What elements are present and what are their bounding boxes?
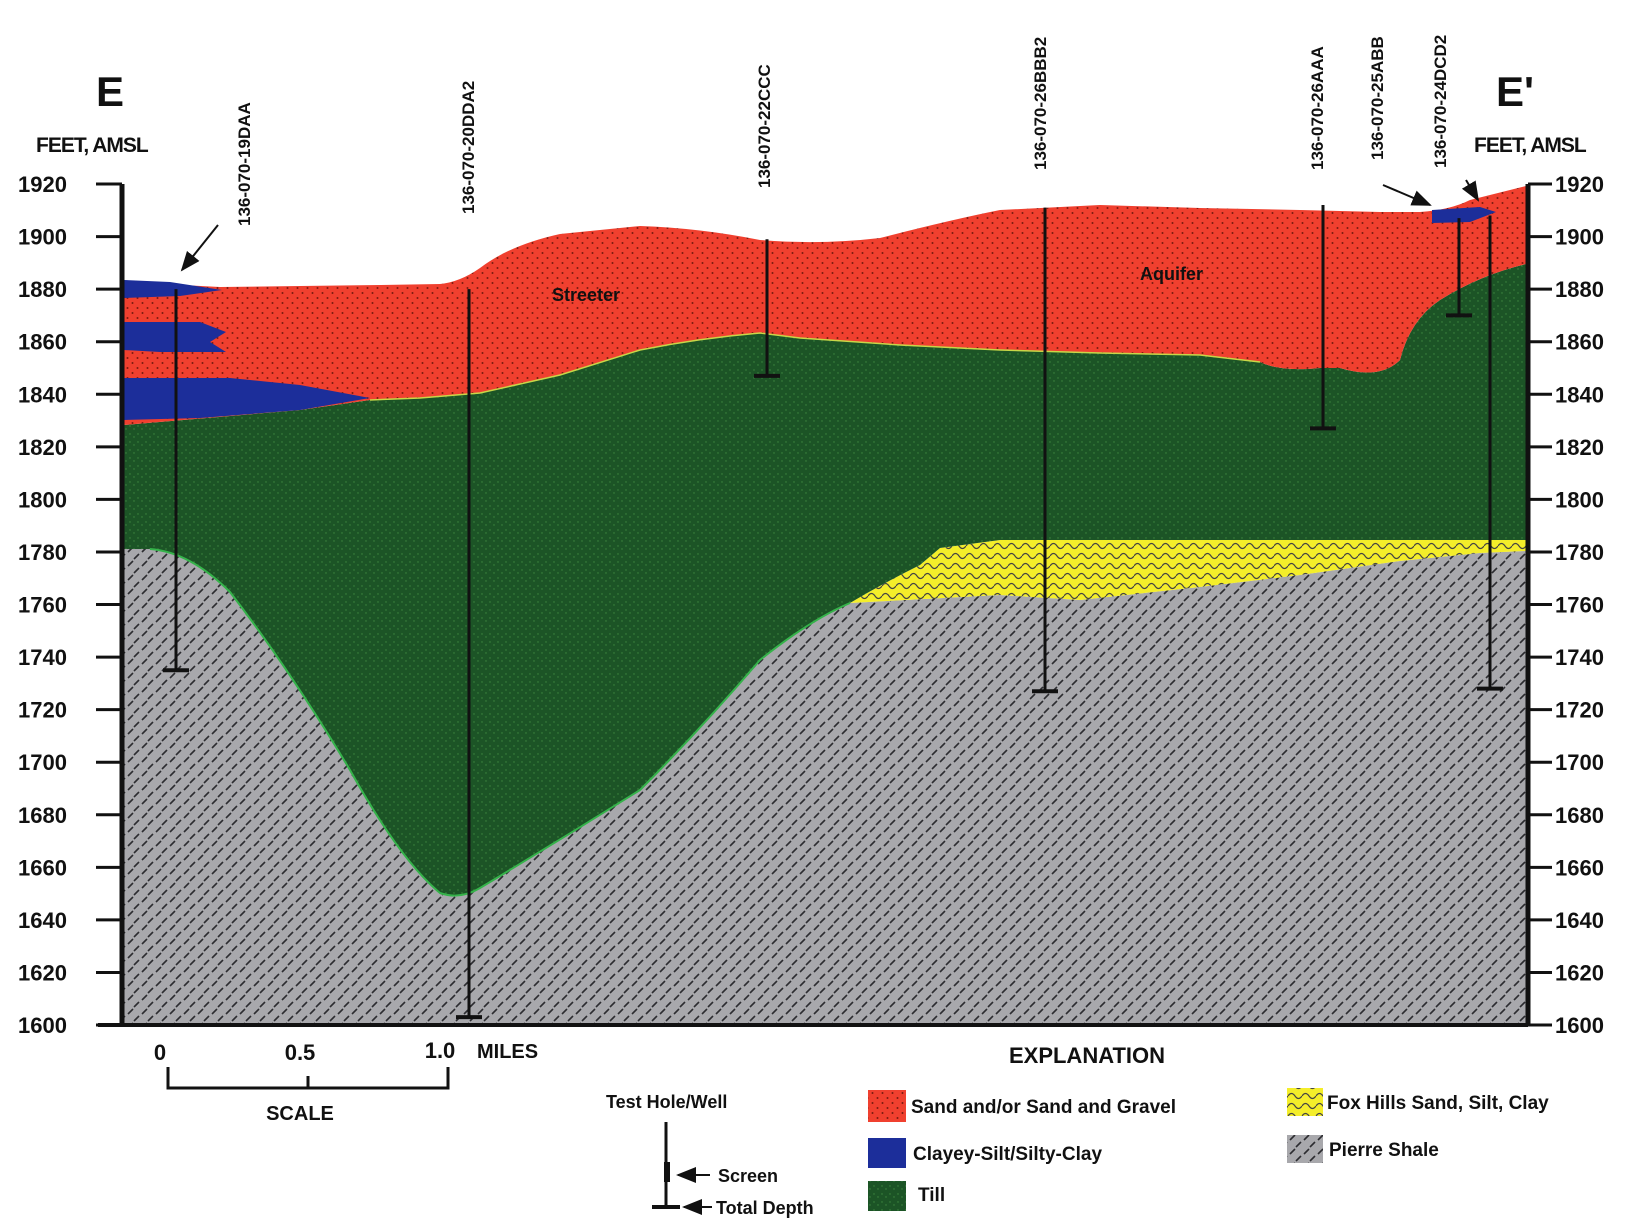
legend-swatch-pierre-shale bbox=[1287, 1135, 1323, 1163]
left-axis-tick-label: 1840 bbox=[18, 382, 67, 407]
right-axis-tick-label: 1720 bbox=[1555, 698, 1604, 723]
right-axis-tick-label: 1620 bbox=[1555, 960, 1604, 985]
right-axis-tick-label: 1880 bbox=[1555, 277, 1604, 302]
shale-top-contact bbox=[149, 548, 851, 897]
left-axis-ticks: 1920 1900 1880 1860 1840 1820 1800 1780 1760 1740… bbox=[18, 172, 122, 1038]
legend-swatch-sand bbox=[868, 1090, 906, 1122]
sand-gravel-unit bbox=[124, 186, 1526, 425]
right-axis-tick-label: 1840 bbox=[1555, 382, 1604, 407]
left-axis-tick-label: 1660 bbox=[18, 855, 67, 880]
clayey-silt-lens bbox=[124, 378, 370, 420]
till-unit bbox=[124, 264, 1526, 896]
legend-swatch-fox-hills bbox=[1287, 1088, 1323, 1116]
right-axis-tick-label: 1640 bbox=[1555, 908, 1604, 933]
left-axis-tick-label: 1880 bbox=[18, 277, 67, 302]
well-label: 136-070-20DDA2 bbox=[459, 81, 478, 214]
fox-hills-unit bbox=[850, 540, 1526, 603]
legend-label-sand: Sand and/or Sand and Gravel bbox=[911, 1097, 1176, 1118]
left-axis-tick-label: 1800 bbox=[18, 487, 67, 512]
right-axis-tick-label: 1820 bbox=[1555, 435, 1604, 460]
well-label: 136-070-24DCD2 bbox=[1431, 35, 1450, 168]
left-axis-title: FEET, AMSL bbox=[36, 134, 149, 157]
legend-label-till: Till bbox=[918, 1185, 945, 1206]
clayey-silt-lens bbox=[124, 280, 222, 298]
left-axis-tick-label: 1700 bbox=[18, 750, 67, 775]
right-axis-ticks: 1920 1900 1880 1860 1840 1820 1800 1780 1760 1740… bbox=[1528, 172, 1604, 1038]
scale-bar: 0 0.5 1.0 MILES SCALE bbox=[154, 1038, 538, 1125]
well-label: 136-070-22CCC bbox=[755, 64, 774, 188]
right-axis-tick-label: 1800 bbox=[1555, 487, 1604, 512]
well-label: 136-070-25ABB bbox=[1368, 36, 1387, 160]
well-pointer-arrow bbox=[1461, 179, 1480, 202]
legend: EXPLANATION Test Hole/Well Screen Total … bbox=[606, 1043, 1549, 1218]
left-axis-tick-label: 1900 bbox=[18, 225, 67, 250]
legend-total-depth-label: Total Depth bbox=[716, 1198, 814, 1218]
clayey-silt-lens bbox=[1432, 207, 1496, 223]
right-axis-tick-label: 1900 bbox=[1555, 225, 1604, 250]
well-label: 136-070-19DAA bbox=[235, 102, 254, 226]
right-axis-tick-label: 1920 bbox=[1555, 172, 1604, 197]
till-top-contact bbox=[369, 332, 1261, 401]
test-wells: 136-070-19DAA 136-070-20DDA2 136-070-22CCC… bbox=[163, 35, 1503, 1020]
well-pointer-arrow bbox=[180, 224, 219, 272]
right-axis-tick-label: 1600 bbox=[1555, 1013, 1604, 1038]
left-axis-tick-label: 1600 bbox=[18, 1013, 67, 1038]
legend-screen-mark bbox=[664, 1162, 670, 1182]
left-axis-tick-label: 1780 bbox=[18, 540, 67, 565]
left-axis-tick-label: 1920 bbox=[18, 172, 67, 197]
section-right-label: E' bbox=[1496, 68, 1534, 115]
legend-label-pierre-shale: Pierre Shale bbox=[1329, 1140, 1439, 1161]
right-axis-tick-label: 1860 bbox=[1555, 330, 1604, 355]
left-axis-tick-label: 1720 bbox=[18, 698, 67, 723]
right-axis-tick-label: 1740 bbox=[1555, 645, 1604, 670]
scale-title: SCALE bbox=[266, 1103, 334, 1125]
left-axis-tick-label: 1820 bbox=[18, 435, 67, 460]
legend-swatch-clayey-silt bbox=[868, 1138, 906, 1168]
legend-well-key-title: Test Hole/Well bbox=[606, 1092, 727, 1112]
scale-unit: MILES bbox=[477, 1041, 538, 1063]
right-axis-tick-label: 1680 bbox=[1555, 803, 1604, 828]
right-axis-tick-label: 1660 bbox=[1555, 855, 1604, 880]
right-axis-tick-label: 1780 bbox=[1555, 540, 1604, 565]
legend-label-clayey-silt: Clayey-Silt/Silty-Clay bbox=[913, 1144, 1102, 1165]
left-axis-tick-label: 1760 bbox=[18, 593, 67, 618]
scale-tick-1-0: 1.0 bbox=[425, 1038, 456, 1063]
legend-title: EXPLANATION bbox=[1009, 1043, 1165, 1068]
right-axis-tick-label: 1760 bbox=[1555, 593, 1604, 618]
right-axis-tick-label: 1700 bbox=[1555, 750, 1604, 775]
legend-swatch-till bbox=[868, 1181, 906, 1211]
legend-label-fox-hills: Fox Hills Sand, Silt, Clay bbox=[1327, 1093, 1549, 1114]
scale-tick-0-5: 0.5 bbox=[285, 1040, 316, 1065]
well-label: 136-070-26AAA bbox=[1308, 46, 1327, 170]
left-axis-tick-label: 1620 bbox=[18, 960, 67, 985]
well-pointer-arrow bbox=[1382, 184, 1432, 206]
left-axis-tick-label: 1740 bbox=[18, 645, 67, 670]
left-axis-tick-label: 1860 bbox=[18, 330, 67, 355]
scale-tick-0: 0 bbox=[154, 1040, 166, 1065]
left-axis-tick-label: 1640 bbox=[18, 908, 67, 933]
aquifer-label: Aquifer bbox=[1140, 264, 1203, 284]
right-axis-title: FEET, AMSL bbox=[1474, 134, 1587, 157]
section-left-label: E bbox=[96, 68, 124, 115]
pierre-shale-unit bbox=[124, 549, 1526, 1023]
legend-screen-label: Screen bbox=[718, 1166, 778, 1186]
left-axis-tick-label: 1680 bbox=[18, 803, 67, 828]
well-label: 136-070-26BBB2 bbox=[1031, 37, 1050, 170]
streeter-label: Streeter bbox=[552, 285, 620, 305]
